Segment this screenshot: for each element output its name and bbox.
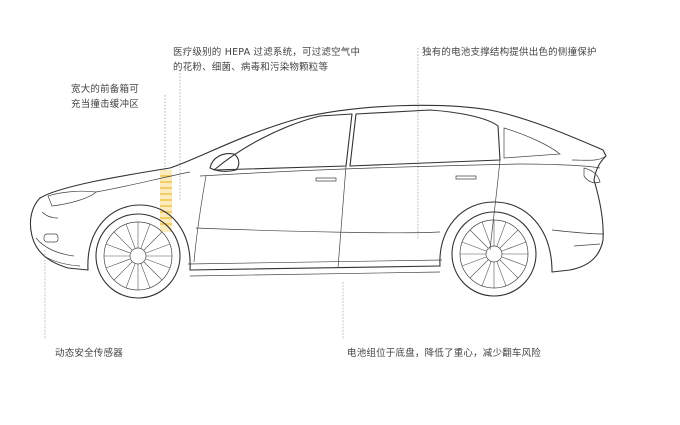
rear-wheel — [451, 211, 537, 297]
annotation-battery-structure: 独有的电池支撑结构提供出色的侧撞保护 — [422, 45, 597, 60]
annotation-battery-structure-line-1: 独有的电池支撑结构提供出色的侧撞保护 — [422, 47, 597, 58]
annotation-hepa-line-1: 医疗级别的 HEPA 过滤系统，可过滤空气中 — [173, 47, 361, 58]
annotation-battery-low-center: 电池组位于底盘，降低了重心，减少翻车风险 — [347, 346, 541, 361]
annotation-hepa-line-2: 的花粉、细菌、病毒和污染物颗粒等 — [173, 62, 329, 73]
annotation-dynamic-sensor-line-1: 动态安全传感器 — [55, 348, 123, 359]
front-crumple-zone-highlight — [160, 170, 172, 232]
front-wheel — [95, 213, 181, 299]
annotation-dynamic-sensor: 动态安全传感器 — [55, 346, 123, 361]
annotation-front-trunk: 宽大的前备箱可 充当撞击缓冲区 — [71, 82, 139, 112]
annotation-front-trunk-line-2: 充当撞击缓冲区 — [71, 99, 139, 110]
annotation-battery-low-line-1: 电池组位于底盘，降低了重心，减少翻车风险 — [347, 348, 542, 359]
annotation-hepa-filter: 医疗级别的 HEPA 过滤系统，可过滤空气中 的花粉、细菌、病毒和污染物颗粒等 — [173, 45, 360, 75]
annotation-front-trunk-line-1: 宽大的前备箱可 — [71, 84, 139, 95]
car-body-outline — [29, 104, 607, 277]
leader-lines — [44, 48, 419, 340]
